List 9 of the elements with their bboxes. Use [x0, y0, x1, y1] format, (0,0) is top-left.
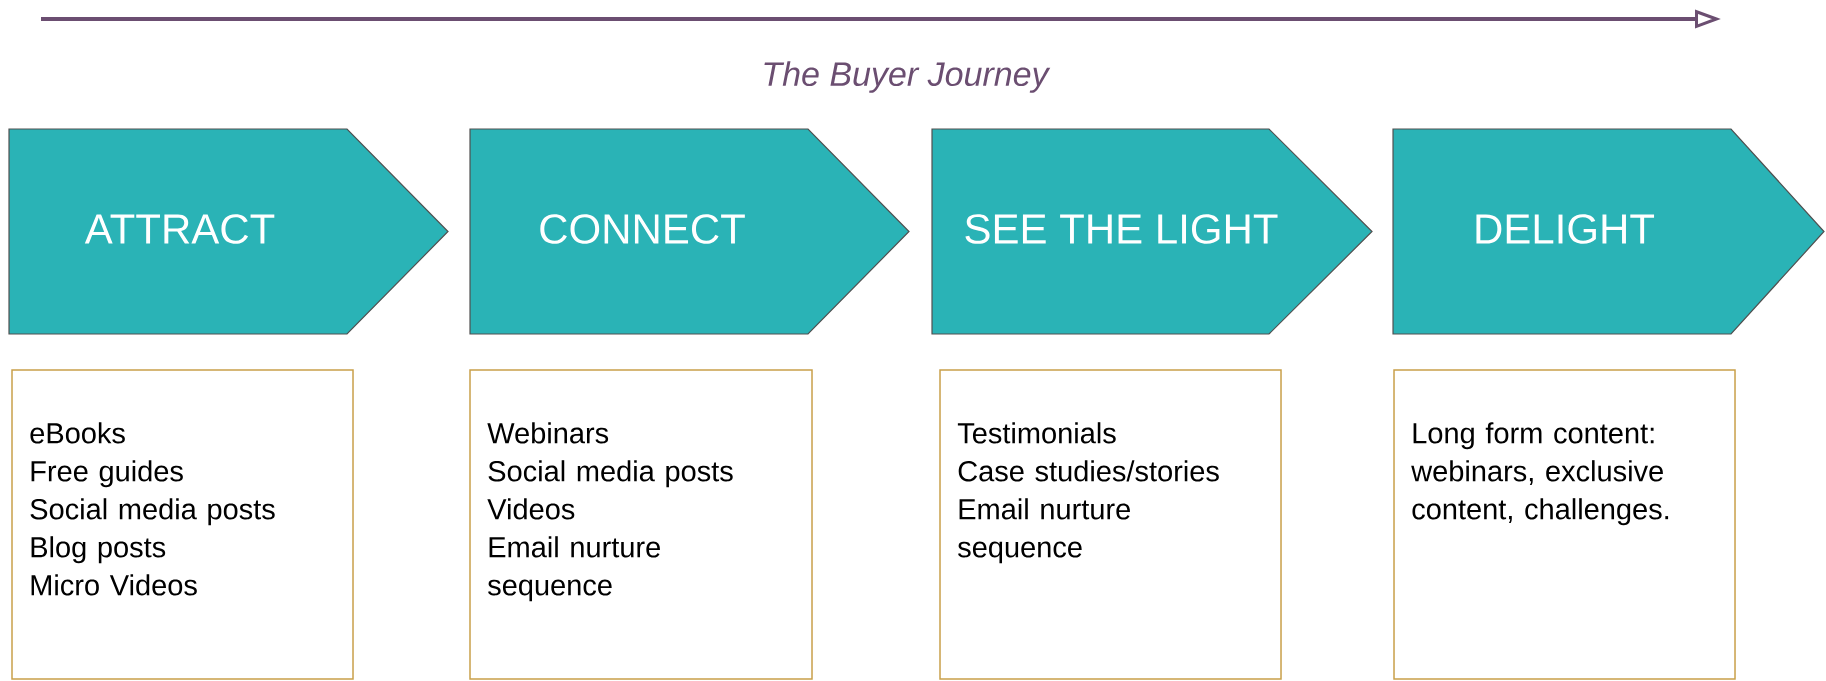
content-box: Testimonials Case studies/stories Email nurture sequence [939, 369, 1282, 680]
content-box: Long form content: webinars, exclusive content, challenges. [1393, 369, 1736, 680]
stage-banner: ATTRACT [8, 128, 449, 335]
stage-banner: DELIGHT [1392, 128, 1825, 335]
content-box: Webinars Social media posts Videos Email nurture sequence [469, 369, 813, 680]
content-box: eBooks Free guides Social media posts Blog posts Micro Videos [11, 369, 354, 680]
stage-banner: SEE THE LIGHT [931, 128, 1373, 335]
stage-banner: CONNECT [469, 128, 910, 335]
title: The Buyer Journey [764, 61, 1051, 93]
